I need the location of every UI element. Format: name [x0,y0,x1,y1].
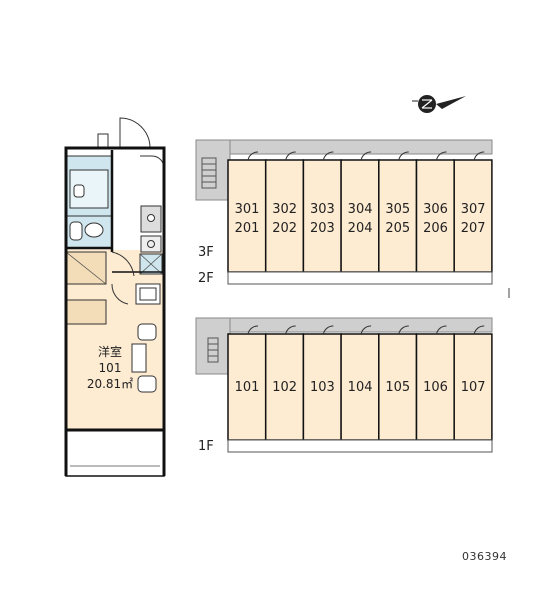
unit-number-lower: 205 [385,221,411,236]
unit-cell [264,333,305,441]
unit-cell [227,159,267,273]
unit-number-upper: 306 [423,202,448,217]
unit-number-upper: 307 [460,202,486,217]
entrance-door [119,117,151,149]
room-number: 101 [98,361,122,375]
unit-cell [340,159,380,273]
unit-door-mark [285,151,296,161]
unit-door-mark [398,151,409,161]
room-type: 洋室 [97,345,122,359]
unit-number-upper: 302 [272,202,298,217]
unit-label: 107 [460,380,486,395]
stair-icon [201,157,217,189]
chair-2 [137,375,157,393]
chair-1 [137,323,157,341]
unit-outer-walls [64,146,166,432]
loft-ladder [65,299,107,325]
unit-number-lower: 206 [423,221,448,236]
unit-number-upper: 303 [309,202,335,217]
balcony [65,429,165,477]
floor-label-2f: 2F [198,271,214,286]
unit-label: 106 [423,380,448,395]
unit-cell [453,159,493,273]
room-area: 20.81㎡ [86,377,134,391]
unit-floor-plan [64,117,166,477]
unit-label: 103 [309,380,335,395]
entrance-stair-icon [207,337,219,363]
unit-door-mark [473,151,485,161]
unit-label: 105 [385,380,411,395]
unit-door-mark [360,325,372,335]
ground-floor-building [195,317,493,453]
upper-floors-building [195,139,493,285]
unit-cell [227,333,267,441]
floor-label-1f: 1F [198,439,214,454]
unit-cell [415,159,455,273]
unit-door-mark [436,151,447,161]
unit-door-mark [322,151,334,161]
unit-number-lower: 203 [309,221,335,236]
table [131,343,147,373]
unit-number-lower: 202 [272,221,298,236]
property-code: 036394 [462,550,507,563]
unit-door-mark [473,325,485,335]
unit-door-mark [285,325,296,335]
floor-label-3f: 3F [198,245,214,260]
unit-number-upper: 304 [347,202,373,217]
unit-label: 104 [347,380,373,395]
unit-door-mark [360,151,372,161]
desk [135,283,161,305]
unit-door-mark [322,325,334,335]
unit-cell [378,159,418,273]
unit-door-mark [247,151,259,161]
stove [140,235,162,253]
north-arrow-icon [412,95,466,113]
room-label: 洋室 101 20.81㎡ [75,344,145,392]
unit-label: 101 [234,380,260,395]
unit-door-mark [247,325,259,335]
unit-number-upper: 305 [385,202,411,217]
unit-label: 102 [272,380,298,395]
unit-door-mark [436,325,447,335]
unit-number-upper: 301 [234,202,260,217]
unit-number-lower: 207 [460,221,486,236]
unit-number-lower: 204 [347,221,373,236]
unit-cell [340,333,380,441]
unit-cell [302,333,342,441]
unit-door-mark [398,325,409,335]
unit-number-lower: 201 [234,221,260,236]
